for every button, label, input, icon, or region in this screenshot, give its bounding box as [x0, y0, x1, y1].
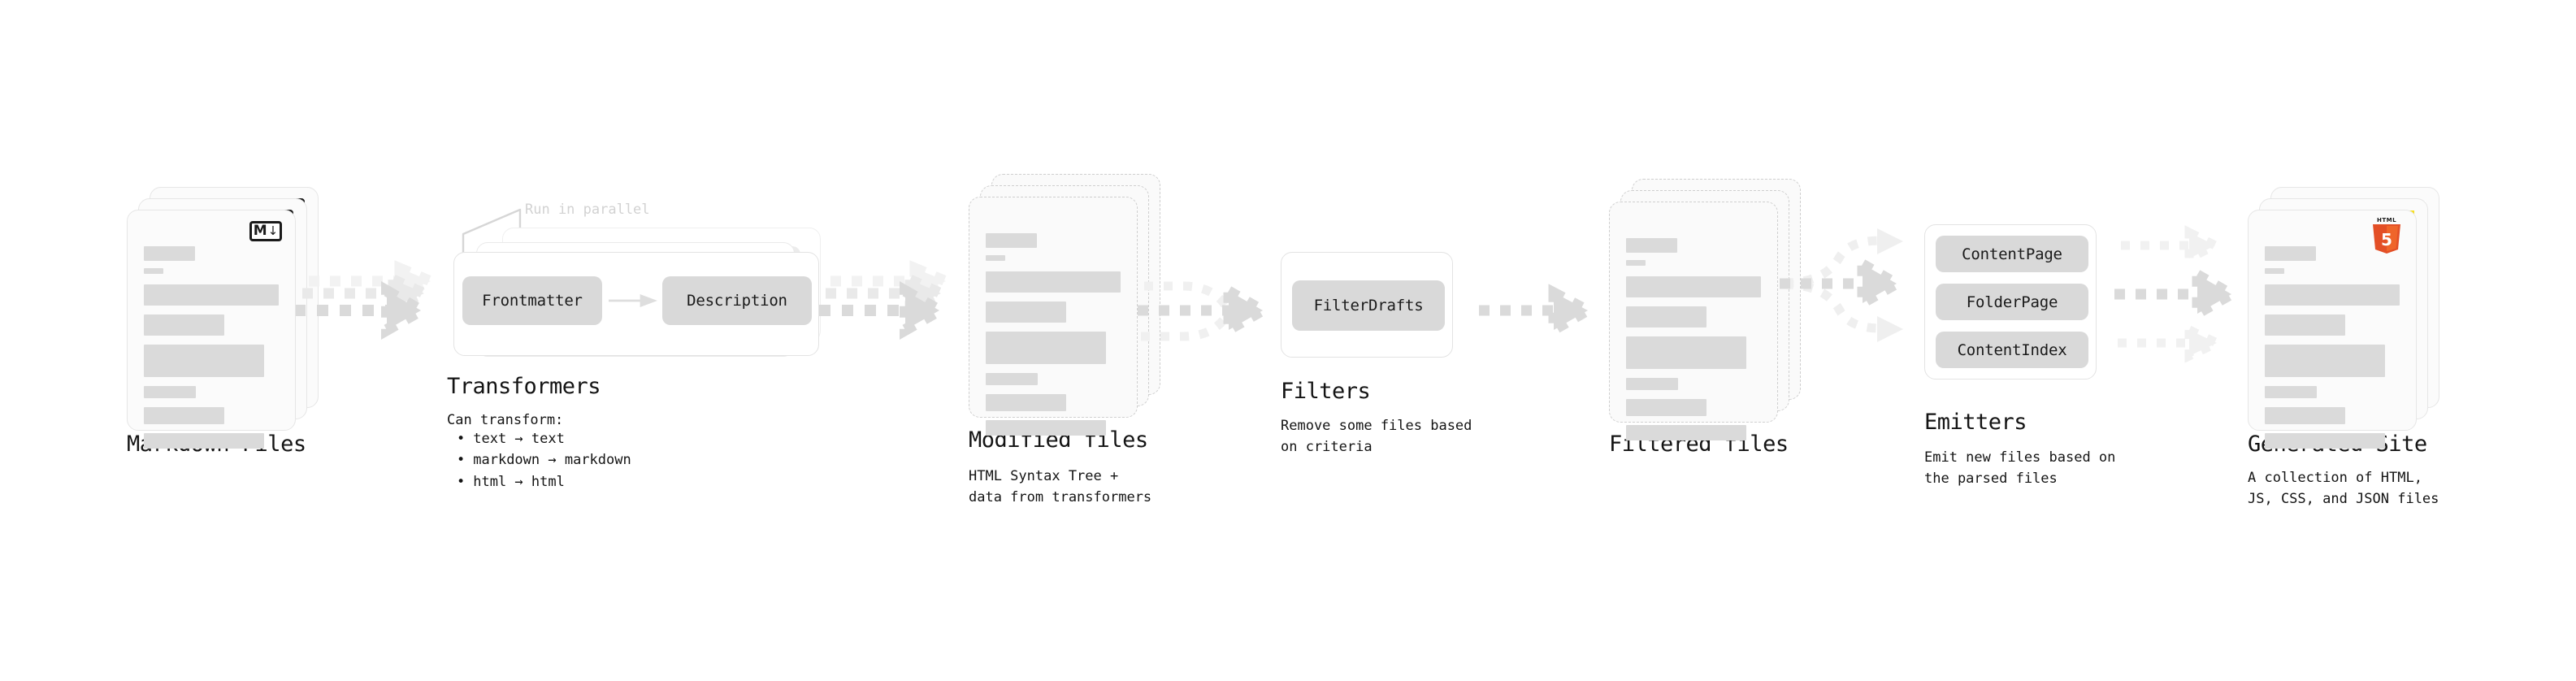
- modified-doc-front: [969, 197, 1138, 436]
- emitters-panel: ContentPage FolderPage ContentIndex: [1924, 224, 2097, 380]
- transform-item-markdown: markdown → markdown: [457, 449, 631, 471]
- filtered-doc-content: [1626, 238, 1761, 448]
- arrow-transformers-to-modified: [819, 260, 960, 340]
- filters-panel: FilterDrafts: [1281, 252, 1453, 358]
- arrow-modified-to-filters: [1138, 281, 1274, 341]
- markdown-icon-front: M↓: [249, 221, 282, 241]
- transformer-chip-description[interactable]: Description: [662, 276, 812, 325]
- transformer-panel-front: Frontmatter Description: [453, 252, 819, 356]
- site-doc-front: HTML 5: [2248, 210, 2417, 449]
- markdown-doc-front: M↓: [127, 210, 296, 449]
- emitter-chip-contentpage[interactable]: ContentPage: [1936, 236, 2088, 272]
- stage-title-filters: Filters: [1281, 379, 1371, 404]
- html5-icon-caption: HTML: [2376, 217, 2397, 223]
- stage-subtitle-filters: Remove some files based on criteria: [1281, 418, 1472, 456]
- stage-subtitle-emitters: Emit new files based on the parsed files: [1924, 449, 2116, 488]
- transform-item-text: text → text: [457, 428, 631, 449]
- stage-title-transformers: Transformers: [447, 374, 601, 399]
- stage-subtitle-generated-site: A collection of HTML, JS, CSS, and JSON …: [2248, 470, 2439, 508]
- markdown-doc-content: [144, 246, 279, 456]
- emitter-chip-folderpage[interactable]: FolderPage: [1936, 284, 2088, 320]
- transform-item-html: html → html: [457, 471, 631, 492]
- filtered-doc-front: [1609, 202, 1778, 440]
- stage-title-emitters: Emitters: [1924, 410, 2027, 435]
- stage-subtitle-transformers: Can transform:: [447, 412, 564, 428]
- filter-chip-filterdrafts[interactable]: FilterDrafts: [1292, 280, 1445, 331]
- transformer-inner-arrow-front: [609, 293, 657, 308]
- transformer-capability-list: text → text markdown → markdown html → h…: [447, 428, 631, 492]
- arrow-filtered-to-emitters: [1780, 228, 1908, 342]
- transformer-chip-frontmatter[interactable]: Frontmatter: [462, 276, 602, 325]
- run-in-parallel-brace: [462, 208, 522, 258]
- run-in-parallel-note: Run in parallel: [525, 202, 650, 218]
- site-doc-content: [2265, 246, 2400, 456]
- modified-doc-content: [986, 233, 1121, 443]
- html5-icon: HTML 5: [2370, 217, 2403, 254]
- svg-text:5: 5: [2381, 230, 2392, 249]
- emitter-chip-contentindex[interactable]: ContentIndex: [1936, 332, 2088, 368]
- arrow-emitters-to-site: [2114, 225, 2243, 363]
- arrow-markdown-to-transformers: [294, 260, 445, 340]
- arrow-filters-to-filtered: [1479, 284, 1599, 340]
- stage-subtitle-modified-files: HTML Syntax Tree + data from transformer…: [969, 468, 1152, 506]
